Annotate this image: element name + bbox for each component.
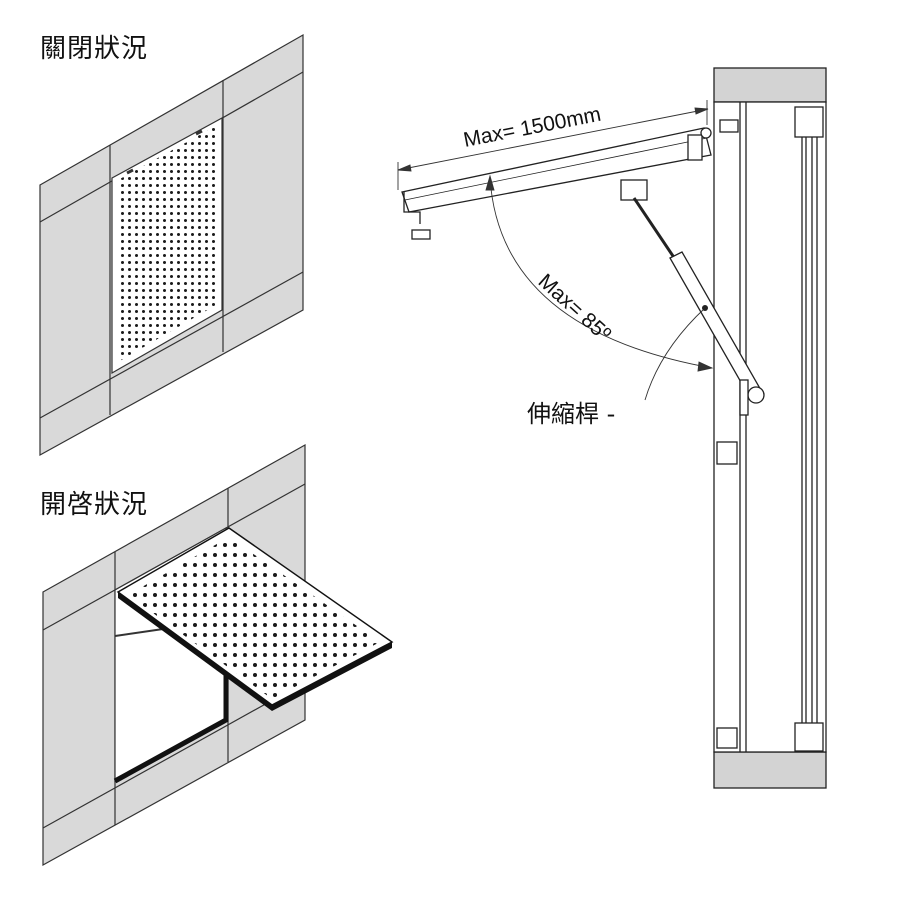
- strut-base-bracket: [739, 379, 749, 416]
- angle-arrow: [485, 174, 495, 191]
- panel-handle-knob: [411, 229, 431, 240]
- open-state-title: 開啓狀況: [40, 490, 149, 520]
- open-opening-frame: [113, 664, 229, 784]
- closed-hole-pattern: [118, 126, 216, 362]
- strut-leader-line: [644, 307, 706, 401]
- open-state-drawing: [42, 443, 394, 867]
- window-frame: [713, 101, 827, 753]
- strut-pivot: [747, 386, 765, 404]
- section-panel: [401, 127, 712, 213]
- angle-arc: [489, 177, 713, 369]
- open-hole-pattern: [128, 537, 380, 699]
- hinge-pin: [700, 127, 712, 139]
- max-length-label: Max= 1500mm: [462, 103, 603, 152]
- angle-arrow: [697, 361, 714, 372]
- frame-bracket: [719, 119, 739, 133]
- gas-strut-label: 伸縮桿 -: [527, 400, 616, 428]
- top-wall-block: [713, 67, 827, 103]
- strut-mount: [620, 179, 648, 201]
- frame-profile: [794, 106, 824, 138]
- closed-panel-joint: [39, 271, 304, 419]
- closed-hinge: [126, 168, 134, 175]
- closed-state-drawing: [39, 33, 304, 457]
- length-dimension: [397, 100, 709, 190]
- section-panel-line: [404, 137, 708, 201]
- strut-leader-dot: [702, 305, 708, 311]
- frame-bracket: [716, 441, 738, 465]
- length-dimension-line: [397, 108, 709, 171]
- strut-rod: [632, 197, 679, 263]
- panel-hinge: [687, 134, 703, 161]
- angle-dimension: [485, 174, 714, 372]
- open-panel-edge: [272, 642, 392, 711]
- length-arrow: [694, 107, 709, 115]
- bottom-wall-block: [713, 751, 827, 789]
- frame-profile: [794, 722, 824, 752]
- closed-hinge: [195, 129, 203, 136]
- panel-handle: [403, 192, 421, 224]
- section-view: [401, 67, 827, 789]
- closed-state-title: 關閉狀況: [40, 34, 149, 64]
- max-angle-label: Max= 85º: [534, 270, 616, 347]
- open-panel-joint: [42, 681, 306, 829]
- frame-bracket: [716, 727, 738, 749]
- open-panel-edge: [118, 592, 272, 711]
- length-arrow: [397, 164, 412, 172]
